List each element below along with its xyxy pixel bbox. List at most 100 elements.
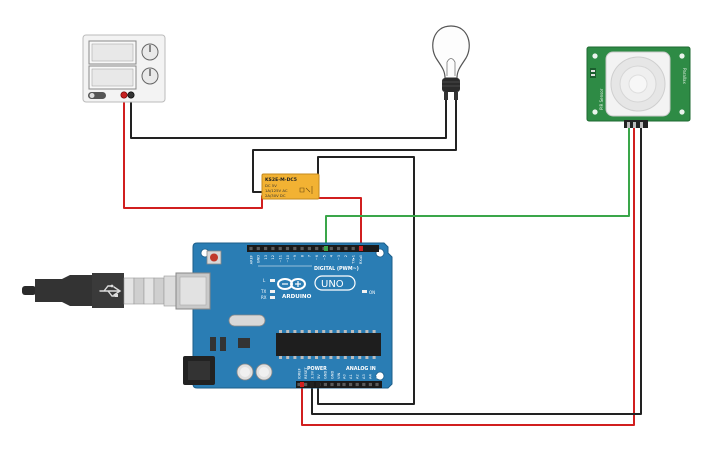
pir-sensor[interactable]: PIR Sensor Parallax: [586, 46, 691, 128]
chip-leg: [300, 356, 304, 359]
digital-pin-label: ~5: [322, 255, 326, 260]
power-pin-hole[interactable]: [323, 382, 327, 387]
crystal-oscillator: [228, 314, 266, 327]
analog-pin-hole[interactable]: [375, 382, 379, 387]
power-pin-hole[interactable]: [304, 382, 308, 387]
chip-leg: [300, 330, 304, 333]
digital-pin-hole[interactable]: [329, 246, 333, 251]
bulb-base: [442, 78, 460, 92]
digital-header[interactable]: [247, 245, 379, 252]
digital-pin-label: 4: [330, 254, 334, 257]
digital-pin-hole[interactable]: [300, 246, 304, 251]
analog-pin-hole[interactable]: [368, 382, 372, 387]
analog-header[interactable]: [340, 381, 382, 388]
chip-leg: [372, 330, 376, 333]
led-on: [362, 290, 367, 293]
digital-pin-label: 12: [271, 255, 275, 260]
digital-pin-hole[interactable]: [315, 246, 319, 251]
relay-title: KS2E-M-DC5: [265, 177, 297, 183]
digital-pin-hole[interactable]: [256, 246, 260, 251]
chip-leg: [279, 330, 282, 333]
chip-leg: [329, 356, 333, 359]
wire-bulb-to-relay[interactable]: [252, 99, 457, 193]
pir-side-label-right: Parallax: [682, 68, 687, 84]
chip-leg: [358, 330, 362, 333]
wire-supply-black-to-bulb[interactable]: [130, 95, 447, 139]
digital-pin-hole[interactable]: [278, 246, 282, 251]
analog-pin-label: A5: [375, 374, 379, 379]
digital-pin-label: ~9: [293, 254, 297, 260]
analog-pin-label: A2: [356, 374, 360, 379]
digital-pin-hole[interactable]: [264, 246, 268, 251]
digital-pin-hole[interactable]: [285, 246, 290, 251]
analog-pin-label: A0: [342, 374, 346, 379]
digital-pin-hole[interactable]: [344, 246, 348, 251]
analog-pin-hole[interactable]: [342, 382, 346, 387]
relay[interactable]: KS2E-M-DC5 DC 5V 1A/125V AC 2A/30V DC: [261, 173, 320, 200]
power-pin-hole[interactable]: [297, 382, 301, 387]
chip-leg: [279, 356, 282, 359]
analog-pin-hole[interactable]: [355, 382, 359, 387]
chip-leg: [351, 330, 354, 333]
arduino-uno-board[interactable]: L TX RX ON ARDUINO UNO DIGITAL (PWM~) PO…: [175, 242, 393, 389]
digital-pin-label: ~10: [286, 254, 290, 262]
chip-leg: [315, 356, 318, 359]
digital-pin-label: GND: [257, 255, 261, 263]
wires: [123, 95, 642, 426]
wire-pir-gnd-to-gnd[interactable]: [311, 127, 642, 415]
power-header[interactable]: [296, 381, 345, 388]
arduino-infinity-logo-icon: [277, 278, 306, 290]
led-l: [270, 279, 275, 282]
wire-relay-to-gnd[interactable]: [317, 156, 415, 405]
power-pin-label: 3.3V: [311, 370, 315, 379]
digital-pin-hole[interactable]: [249, 246, 253, 251]
wire-endpoints: [300, 246, 363, 387]
digital-pin-hole[interactable]: [337, 246, 341, 251]
label-rx: RX: [261, 295, 267, 300]
analog-pin-hole[interactable]: [349, 382, 353, 387]
chip-leg: [336, 330, 340, 333]
wire-relay-to-pin2[interactable]: [317, 191, 362, 248]
relay-line2: 1A/125V AC: [265, 188, 288, 193]
digital-pin-label: ~6: [315, 254, 319, 260]
chip-leg: [322, 330, 326, 333]
chip-leg: [329, 330, 333, 333]
chip-leg: [307, 330, 311, 333]
digital-pin-label: 8: [300, 254, 304, 257]
chip-leg: [358, 356, 362, 359]
chip-leg: [322, 356, 326, 359]
bench-power-supply[interactable]: [82, 34, 166, 103]
digital-pin-hole[interactable]: [351, 246, 355, 251]
usb-cable[interactable]: [22, 273, 179, 308]
power-pin-hole[interactable]: [330, 382, 334, 387]
wire-pir-vcc-to-5v[interactable]: [301, 127, 635, 426]
analog-section-label: ANALOG IN: [346, 366, 376, 372]
analog-pin-hole[interactable]: [362, 382, 366, 387]
digital-pin-hole[interactable]: [271, 246, 275, 251]
power-section-label: POWER: [307, 366, 327, 372]
chip-pins: [279, 330, 376, 359]
label-tx: TX: [260, 289, 266, 294]
led-tx: [270, 290, 275, 293]
chip-leg: [286, 356, 290, 359]
supply-terminal-positive[interactable]: [120, 91, 128, 99]
wire-supply-red-to-relay[interactable]: [123, 95, 263, 209]
analog-pin-label: A4: [369, 374, 373, 379]
wire-pir-signal-to-pin7[interactable]: [325, 127, 630, 248]
digital-pin-hole[interactable]: [293, 246, 297, 251]
chip-leg: [315, 330, 318, 333]
relay-line1: DC 5V: [265, 183, 277, 188]
supply-terminal-negative[interactable]: [127, 91, 135, 99]
power-pin-hole[interactable]: [337, 382, 341, 387]
power-pin-label: GND: [324, 371, 328, 379]
chip-leg: [365, 330, 369, 333]
light-bulb[interactable]: [432, 25, 470, 100]
chip-leg: [307, 356, 311, 359]
digital-pin-hole[interactable]: [307, 246, 311, 251]
pir-side-label-left: PIR Sensor: [599, 88, 604, 110]
digital-pin-label: 13: [264, 255, 268, 260]
led-rx: [270, 296, 275, 299]
